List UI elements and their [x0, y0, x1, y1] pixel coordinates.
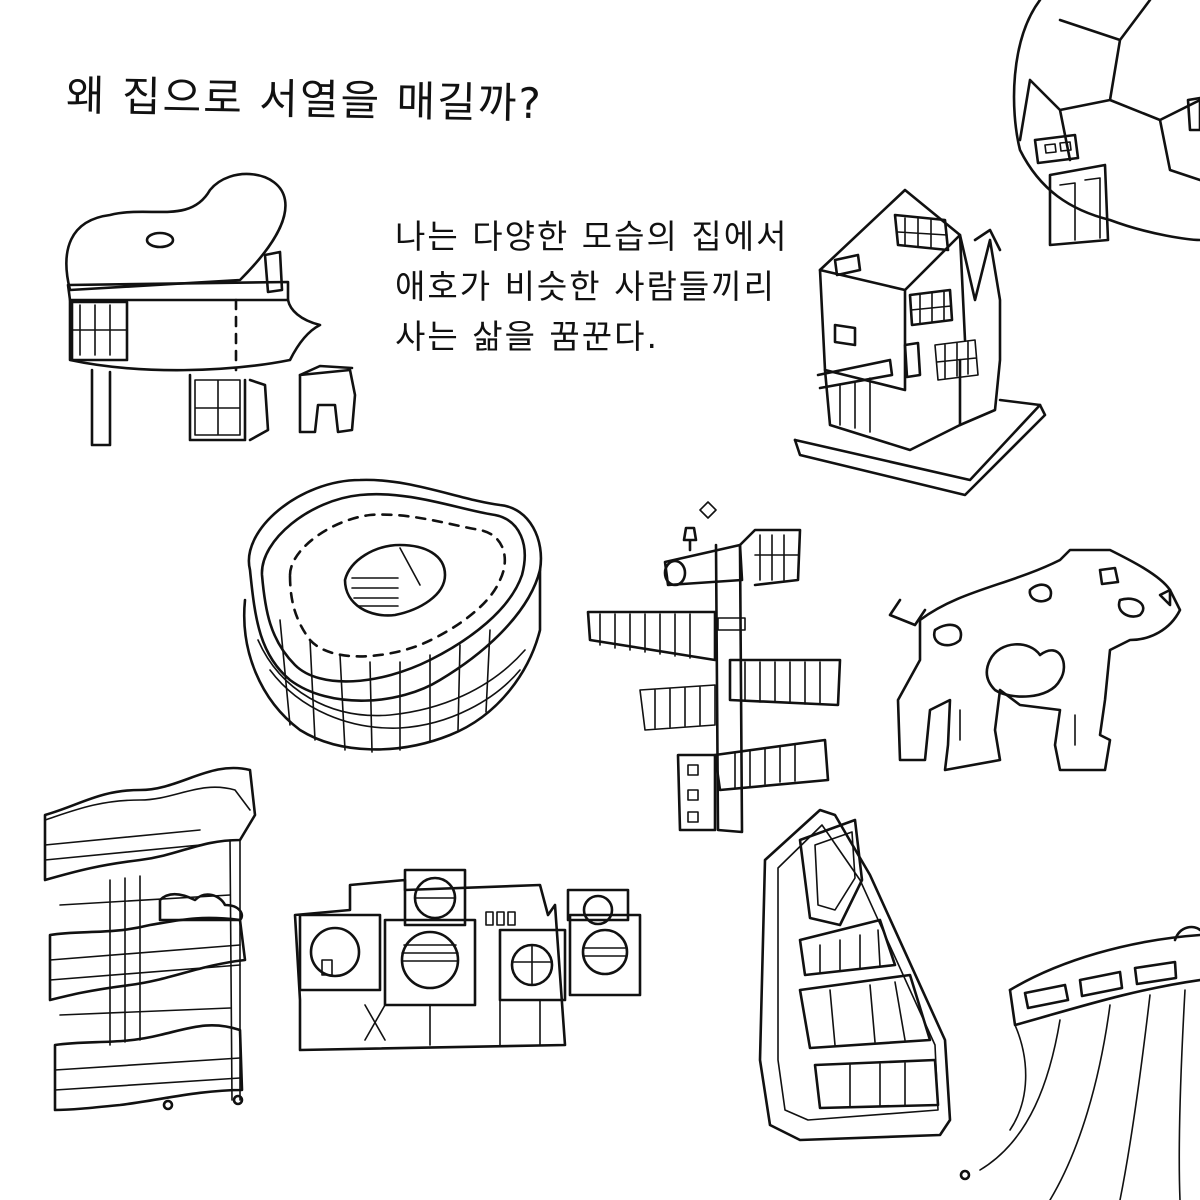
tree-tower-house-drawing [586, 501, 842, 834]
tent-house-drawing [959, 925, 1200, 1200]
body-line-2: 애호가 비슷한 사람들끼리 [395, 267, 776, 306]
piano-house-drawing [65, 172, 357, 447]
body-line-3: 사는 삶을 꿈꾼다. [395, 317, 659, 356]
wave-balcony-house-drawing [43, 766, 257, 1112]
block-apartment-drawing [293, 868, 642, 1052]
slanted-slab-house-drawing [758, 808, 952, 1142]
soccer-ball-house-drawing [1012, 0, 1200, 247]
body-line-1: 나는 다양한 모습의 집에서 [395, 217, 789, 256]
dog-house-drawing [888, 548, 1182, 772]
stadium-house-drawing [242, 478, 543, 753]
body-text: 나는 다양한 모습의 집에서 애호가 비슷한 사람들끼리 사는 삶을 꿈꾼다. [395, 212, 788, 362]
tilted-box-house-drawing [793, 188, 1047, 497]
